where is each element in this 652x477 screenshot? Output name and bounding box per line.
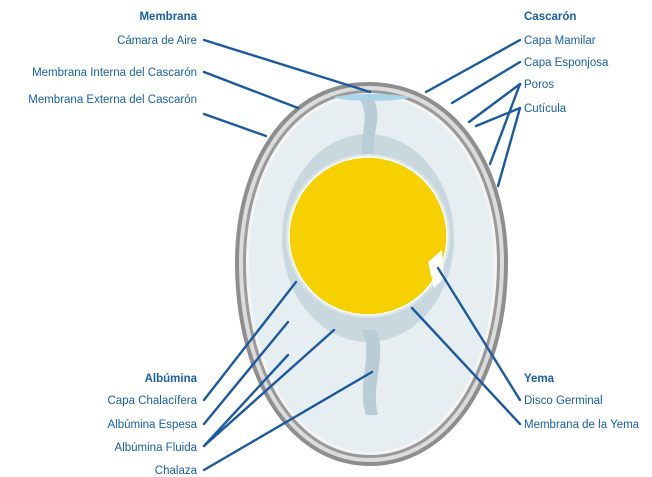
egg-illustration [235,82,508,466]
label-thin-albumen: Albúmina Fluida [115,442,198,454]
label-yolk-membrane: Membrana de la Yema [524,419,640,431]
label-outer-membrane: Membrana Externa del Cascarón [28,94,197,106]
label-mamillary: Capa Mamilar [524,35,596,47]
leader-outer-membrane [204,114,266,136]
label-inner-membrane: Membrana Interna del Cascarón [32,67,197,79]
label-thick-albumen: Albúmina Espesa [108,419,198,431]
shell-header: Cascarón [524,11,576,23]
albumen-header: Albúmina [145,373,198,385]
label-spongy: Capa Esponjosa [524,57,609,69]
leader-mamillary [426,40,520,92]
albumen-labels: Albúmina Capa Chalacífera Albúmina Espes… [108,373,198,477]
label-chalaziferous: Capa Chalacífera [108,395,198,407]
membrane-labels: Membrana Cámara de Aire Membrana Interna… [28,11,197,106]
yolk [289,157,447,315]
leader-cuticle-2 [498,108,520,186]
leader-air-cell [204,40,370,92]
label-cuticle: Cutícula [524,103,567,115]
label-air-cell: Cámara de Aire [117,35,197,47]
yolk-labels: Yema Disco Germinal Membrana de la Yema [524,373,640,431]
label-pores: Poros [524,79,554,91]
yolk-header: Yema [524,373,555,385]
leader-inner-membrane [204,72,298,108]
label-chalaza: Chalaza [155,465,198,477]
label-germinal-disc: Disco Germinal [524,395,603,407]
leader-spongy [452,62,520,103]
shell-labels: Cascarón Capa Mamilar Capa Esponjosa Por… [524,11,609,115]
membrane-header: Membrana [139,11,197,23]
